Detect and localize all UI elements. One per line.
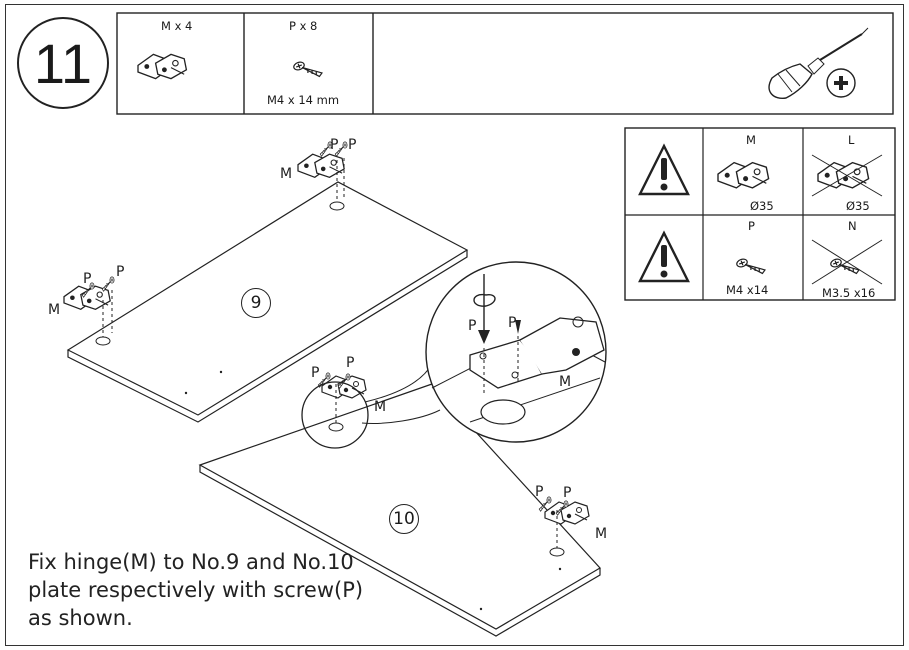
- screw-icon: [735, 252, 861, 282]
- phillips-head-icon: [826, 68, 856, 98]
- screw-mark: P: [346, 355, 355, 371]
- warning-hinge-bad-label: L: [848, 133, 855, 147]
- cross-out-icon: [811, 154, 883, 285]
- hinge-mark: M: [374, 399, 387, 415]
- screw-mark: P: [348, 137, 357, 153]
- warning-hinge-ok-label: M: [746, 133, 756, 147]
- detail-callout: [301, 261, 607, 449]
- step-number: 11: [17, 17, 109, 109]
- warning-screw-ok-label: P: [748, 219, 755, 233]
- screw-icon: [292, 55, 324, 85]
- part-p-label: P x 8: [289, 19, 318, 33]
- hinge-mark: M: [595, 526, 608, 542]
- part-p-size: M4 x 14 mm: [267, 93, 340, 107]
- warning-hinge-ok-size: Ø35: [750, 199, 774, 213]
- hinge-mark: M: [559, 374, 572, 390]
- screw-mark: P: [311, 365, 320, 381]
- screw-mark: P: [83, 271, 92, 287]
- warning-screw-ok-size: M4 x14: [726, 283, 769, 297]
- hinge-mark: M: [48, 302, 61, 318]
- warning-screw-bad-label: N: [848, 219, 857, 233]
- instruction-text: Fix hinge(M) to No.9 and No.10 plate res…: [28, 550, 364, 630]
- warning-icon: [638, 143, 690, 283]
- parts-header: [116, 12, 894, 115]
- screw-mark: P: [535, 484, 544, 500]
- plate-10-number: 10: [389, 504, 419, 534]
- screwdriver-icon: [768, 27, 869, 99]
- hinge-icon: [137, 53, 188, 80]
- screw-mark: P: [116, 264, 125, 280]
- part-m-label: M x 4: [161, 19, 193, 33]
- hinge-mark: M: [280, 166, 293, 182]
- page-frame: [5, 4, 904, 646]
- screw-mark: P: [330, 137, 339, 153]
- screw-mark: P: [508, 315, 517, 331]
- warning-hinge-bad-size: Ø35: [846, 199, 870, 213]
- screw-mark: P: [563, 485, 572, 501]
- warning-screw-bad-size: M3.5 x16: [822, 286, 876, 300]
- warning-table: [624, 127, 896, 301]
- screw-mark: P: [468, 318, 477, 334]
- plate-9-number: 9: [241, 288, 271, 318]
